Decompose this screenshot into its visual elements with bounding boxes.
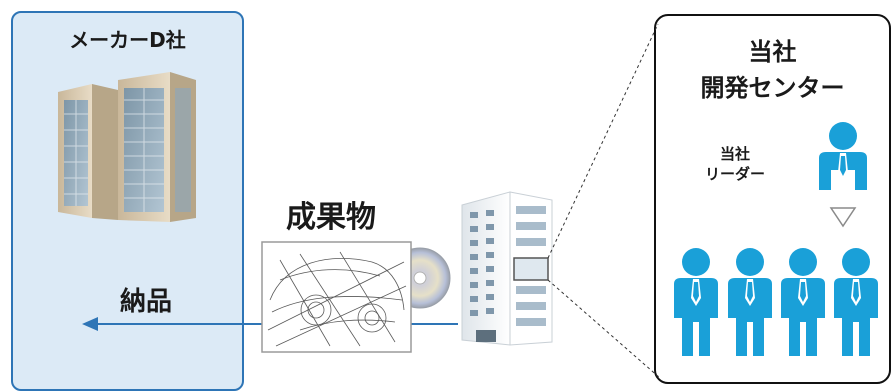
team-member-icon: [728, 248, 772, 356]
team-member-icon: [781, 248, 825, 356]
client-title: メーカーD社: [69, 28, 186, 52]
hierarchy-triangle-icon: [829, 207, 857, 228]
leader-label-line1: 当社: [719, 145, 750, 163]
dev-center-title-line2: 開発センター: [700, 74, 845, 102]
team-members: [674, 248, 878, 356]
zoom-lines: [547, 23, 661, 379]
client-building-icon: [58, 72, 196, 222]
team-member-icon: [674, 248, 718, 356]
delivery-label: 納品: [120, 287, 173, 317]
team-member-icon: [834, 248, 878, 356]
dev-center-title-line1: 当社: [748, 38, 797, 66]
leader-label: 当社 リーダー: [683, 144, 787, 184]
deliverable-image: [261, 241, 451, 353]
dev-center-building-icon: [461, 191, 553, 346]
leader-label-line2: リーダー: [704, 165, 765, 183]
highlighted-floor: [513, 257, 549, 281]
deliverable-label: 成果物: [286, 200, 376, 235]
leader-person-icon: [819, 122, 867, 190]
